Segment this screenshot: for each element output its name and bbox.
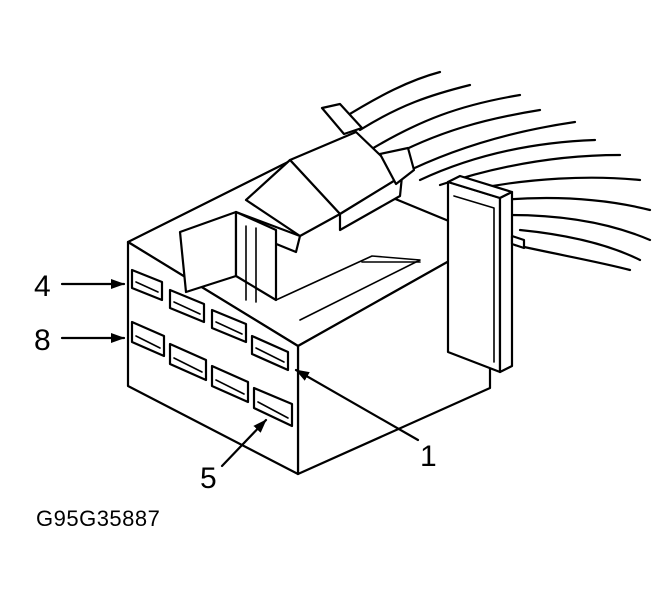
callout-label-5: 5 (200, 462, 217, 495)
leader-pin-1 (294, 368, 420, 442)
cavity-pin-2 (210, 308, 248, 344)
callout-label-1: 1 (420, 440, 437, 473)
cavity-row-bottom (130, 320, 294, 428)
locking-latch (178, 102, 421, 321)
cavity-pin-7 (168, 342, 208, 382)
cavity-pin-8 (130, 320, 166, 358)
cavity-pin-5 (252, 386, 294, 428)
cavity-pin-6 (210, 364, 250, 404)
figure-id-label: G95G35887 (36, 506, 161, 531)
cavity-pin-1 (250, 334, 290, 372)
leader-pin-5 (220, 418, 268, 468)
cavity-pin-3 (168, 288, 206, 324)
cavity-row-top (130, 268, 290, 372)
callout-label-8: 8 (34, 324, 51, 357)
cavity-pin-4 (130, 268, 164, 302)
callout-label-4: 4 (34, 270, 51, 303)
callout-leaders (60, 279, 420, 468)
wire-retainer (446, 174, 526, 374)
